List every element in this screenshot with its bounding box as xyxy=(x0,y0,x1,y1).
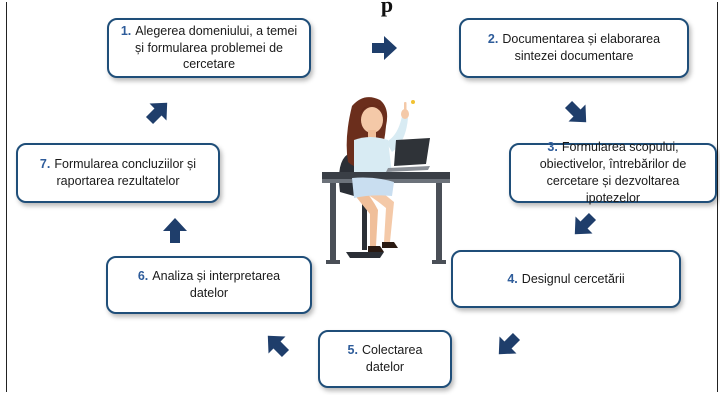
step-text-line: Formularea concluziilor și xyxy=(54,157,197,172)
step-4-box: 4.Designul cercetării xyxy=(451,250,681,308)
step-number: 5. xyxy=(347,343,358,358)
step-number: 4. xyxy=(507,271,518,286)
step-text-line: sintezei documentare xyxy=(514,49,634,63)
step-3-box: 3.Formularea scopului, obiectivelor, înt… xyxy=(509,140,717,205)
step-number: 2. xyxy=(487,32,499,47)
arrow-up-left-icon xyxy=(262,330,292,360)
step-number: 3. xyxy=(547,140,558,155)
step-number: 1. xyxy=(120,23,132,38)
step-text-line: datelor xyxy=(189,286,229,300)
step-text-line: cercetare și dezvoltarea ipotezelor xyxy=(546,174,680,205)
woman-at-laptop-illustration xyxy=(318,92,454,272)
step-text-line: Designul cercetării xyxy=(521,271,625,286)
step-text-line: raportarea rezultatelor xyxy=(56,174,180,188)
step-text-line: Colectarea xyxy=(361,343,423,358)
arrow-down-left-icon xyxy=(493,330,523,360)
step-text-line: Documentarea și elaborarea xyxy=(502,32,661,47)
step-2-box: 2.Documentarea și elaborarea sintezei do… xyxy=(459,18,689,78)
step-7-box: 7.Formularea concluziilor și raportarea … xyxy=(16,143,220,203)
step-number: 7. xyxy=(39,157,51,172)
step-6-box: 6.Analiza și interpretarea datelor xyxy=(106,256,312,314)
step-number: 6. xyxy=(137,269,149,284)
step-text-line: Alegerea domeniului, a temei xyxy=(135,23,298,38)
step-text-line: Formularea scopului, xyxy=(561,140,679,155)
step-1-box: 1.Alegerea domeniului, a temei și formul… xyxy=(107,18,311,78)
step-text-line: datelor xyxy=(365,360,405,374)
arrow-down-left-icon xyxy=(569,210,599,240)
step-text-line: obiectivelor, întrebărilor de xyxy=(539,157,687,172)
arrow-down-right-icon xyxy=(562,98,592,128)
diagram-frame: p xyxy=(6,0,718,392)
arrow-up-right-icon xyxy=(143,97,173,127)
arrow-right-icon xyxy=(369,33,399,63)
arrow-up-icon xyxy=(160,216,190,246)
step-5-box: 5.Colectarea datelor xyxy=(318,330,452,388)
step-text-line: Analiza și interpretarea xyxy=(152,269,281,284)
step-text-line: și formularea problemei de xyxy=(135,40,283,55)
title-fragment: p xyxy=(380,0,394,17)
step-text-line: cercetare xyxy=(182,57,236,72)
